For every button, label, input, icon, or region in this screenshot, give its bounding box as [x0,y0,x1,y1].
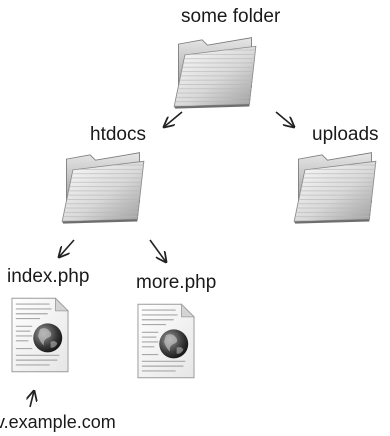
arrow-htdocs-to-more [149,239,166,262]
folder-label-uploads: uploads [312,124,379,145]
folder-label-some-folder: some folder [181,6,281,27]
folder-icon [173,37,257,109]
folder-label-htdocs: htdocs [90,124,146,145]
folder-icon [61,152,145,224]
php-file-icon [11,297,69,373]
folder-icon [293,152,377,224]
file-label-more: more.php [136,272,217,293]
arrow-root-to-uploads [275,111,294,127]
arrow-url-to-index [30,391,34,408]
arrow-htdocs-to-index [59,239,75,257]
arrow-root-to-htdocs [164,111,183,127]
file-label-index: index.php [7,266,90,287]
php-file-icon [137,303,195,379]
url-label: v.example.com [0,412,116,432]
